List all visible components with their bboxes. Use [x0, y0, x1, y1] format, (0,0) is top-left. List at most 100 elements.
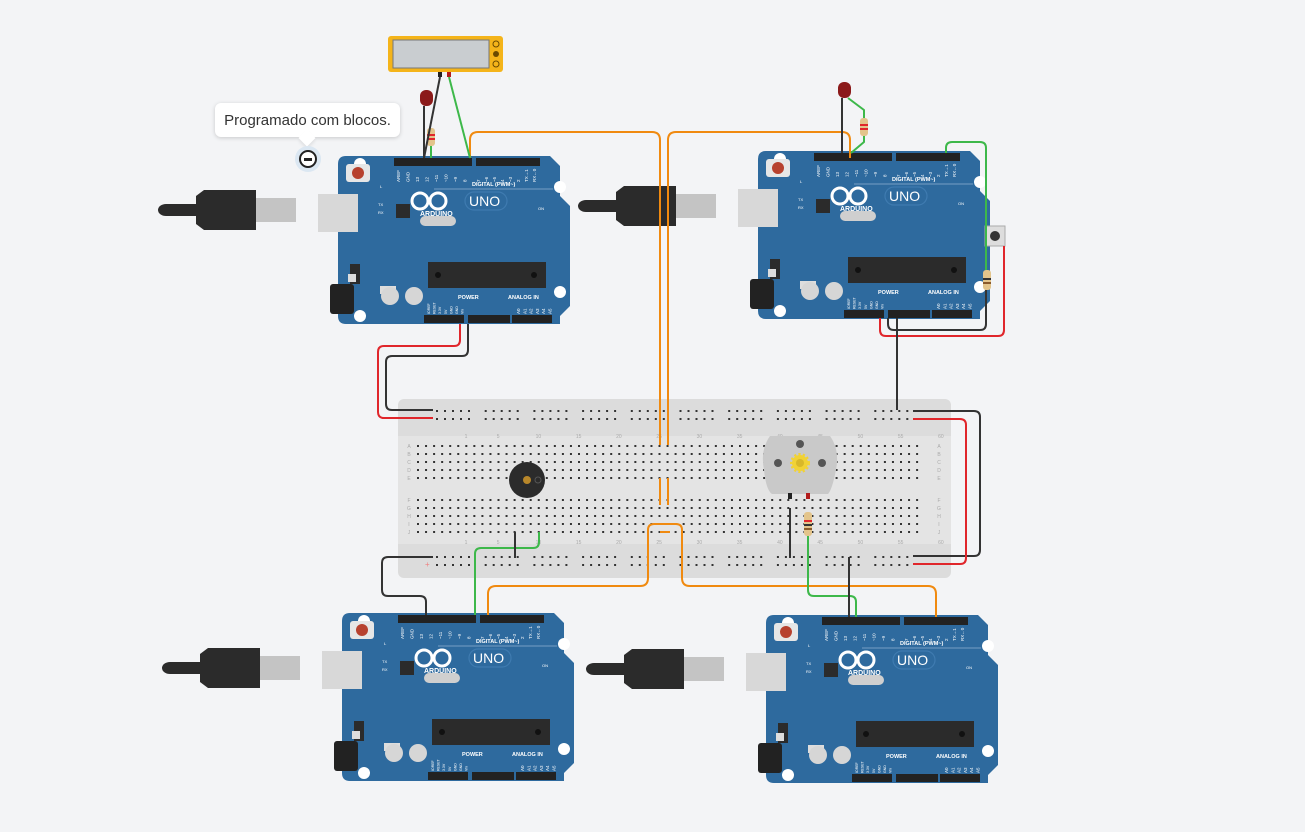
breadboard-hole[interactable]	[594, 507, 597, 509]
breadboard-hole[interactable]	[859, 515, 862, 517]
breadboard-hole[interactable]	[533, 418, 536, 420]
breadboard-hole[interactable]	[851, 453, 854, 455]
breadboard-hole[interactable]	[760, 418, 763, 420]
breadboard-hole[interactable]	[666, 507, 669, 509]
breadboard-hole[interactable]	[569, 445, 572, 447]
breadboard-hole[interactable]	[465, 531, 468, 533]
breadboard-hole[interactable]	[706, 507, 709, 509]
breadboard-hole[interactable]	[529, 461, 532, 463]
breadboard-hole[interactable]	[752, 418, 755, 420]
breadboard-hole[interactable]	[908, 523, 911, 525]
breadboard-hole[interactable]	[779, 523, 782, 525]
breadboard-hole[interactable]	[489, 445, 492, 447]
breadboard-hole[interactable]	[610, 499, 613, 501]
breadboard-hole[interactable]	[916, 453, 919, 455]
breadboard-hole[interactable]	[883, 523, 886, 525]
breadboard-hole[interactable]	[492, 410, 495, 412]
breadboard-hole[interactable]	[650, 531, 653, 533]
breadboard-hole[interactable]	[898, 410, 901, 412]
breadboard-hole[interactable]	[545, 507, 548, 509]
wire-red-button[interactable]	[879, 246, 1005, 337]
breadboard-hole[interactable]	[457, 499, 460, 501]
breadboard-hole[interactable]	[590, 564, 593, 566]
breadboard-hole[interactable]	[516, 556, 519, 558]
breadboard-hole[interactable]	[594, 445, 597, 447]
breadboard-hole[interactable]	[634, 515, 637, 517]
breadboard-hole[interactable]	[489, 531, 492, 533]
breadboard-hole[interactable]	[882, 556, 885, 558]
breadboard-hole[interactable]	[908, 461, 911, 463]
breadboard-hole[interactable]	[843, 523, 846, 525]
breadboard-hole[interactable]	[803, 499, 806, 501]
breadboard-hole[interactable]	[819, 515, 822, 517]
breadboard-hole[interactable]	[867, 515, 870, 517]
breadboard-hole[interactable]	[642, 453, 645, 455]
breadboard-hole[interactable]	[626, 523, 629, 525]
breadboard-hole[interactable]	[730, 499, 733, 501]
breadboard-hole[interactable]	[537, 453, 540, 455]
breadboard-hole[interactable]	[557, 564, 560, 566]
breadboard-hole[interactable]	[674, 453, 677, 455]
breadboard-hole[interactable]	[557, 418, 560, 420]
breadboard-hole[interactable]	[841, 564, 844, 566]
breadboard-hole[interactable]	[763, 523, 766, 525]
breadboard-hole[interactable]	[650, 469, 653, 471]
breadboard-hole[interactable]	[908, 477, 911, 479]
breadboard-hole[interactable]	[811, 515, 814, 517]
breadboard-hole[interactable]	[755, 515, 758, 517]
breadboard-hole[interactable]	[441, 515, 444, 517]
collapse-tooltip-button[interactable]	[295, 146, 321, 172]
breadboard-hole[interactable]	[875, 469, 878, 471]
breadboard-hole[interactable]	[521, 523, 524, 525]
breadboard-hole[interactable]	[578, 445, 580, 447]
breadboard-hole[interactable]	[714, 523, 717, 525]
breadboard-hole[interactable]	[602, 515, 605, 517]
breadboard-hole[interactable]	[771, 499, 774, 501]
breadboard-hole[interactable]	[763, 515, 766, 517]
breadboard-hole[interactable]	[787, 531, 790, 533]
breadboard-hole[interactable]	[795, 523, 798, 525]
breadboard-hole[interactable]	[906, 564, 909, 566]
breadboard-hole[interactable]	[586, 453, 589, 455]
breadboard-hole[interactable]	[843, 453, 846, 455]
breadboard-hole[interactable]	[545, 531, 548, 533]
breadboard-hole[interactable]	[594, 461, 597, 463]
breadboard-hole[interactable]	[561, 445, 564, 447]
breadboard-hole[interactable]	[561, 453, 564, 455]
breadboard-hole[interactable]	[433, 445, 436, 447]
breadboard-hole[interactable]	[441, 531, 444, 533]
breadboard-hole[interactable]	[706, 531, 709, 533]
breadboard-hole[interactable]	[634, 531, 637, 533]
breadboard-hole[interactable]	[755, 445, 758, 447]
breadboard-hole[interactable]	[642, 515, 645, 517]
breadboard-hole[interactable]	[722, 461, 725, 463]
breadboard-hole[interactable]	[682, 461, 685, 463]
breadboard-hole[interactable]	[545, 445, 548, 447]
breadboard-hole[interactable]	[618, 445, 621, 447]
breadboard-hole[interactable]	[473, 453, 476, 455]
breadboard-hole[interactable]	[654, 418, 657, 420]
breadboard-hole[interactable]	[561, 477, 564, 479]
breadboard-hole[interactable]	[711, 556, 714, 558]
breadboard-hole[interactable]	[602, 523, 605, 525]
breadboard-hole[interactable]	[760, 410, 763, 412]
breadboard-hole[interactable]	[578, 531, 580, 533]
breadboard-hole[interactable]	[642, 477, 645, 479]
breadboard-hole[interactable]	[481, 461, 484, 463]
breadboard-hole[interactable]	[481, 515, 484, 517]
breadboard-hole[interactable]	[586, 477, 589, 479]
breadboard-hole[interactable]	[682, 515, 685, 517]
breadboard-hole[interactable]	[763, 507, 766, 509]
breadboard-hole[interactable]	[674, 507, 677, 509]
breadboard-hole[interactable]	[851, 499, 854, 501]
breadboard-hole[interactable]	[484, 556, 487, 558]
breadboard-hole[interactable]	[827, 531, 830, 533]
breadboard-hole[interactable]	[900, 445, 902, 447]
breadboard-hole[interactable]	[787, 499, 790, 501]
wire-red-tl-5v[interactable]	[377, 324, 461, 419]
breadboard-hole[interactable]	[859, 531, 862, 533]
breadboard-hole[interactable]	[867, 507, 870, 509]
breadboard-hole[interactable]	[606, 556, 609, 558]
breadboard-hole[interactable]	[755, 469, 758, 471]
